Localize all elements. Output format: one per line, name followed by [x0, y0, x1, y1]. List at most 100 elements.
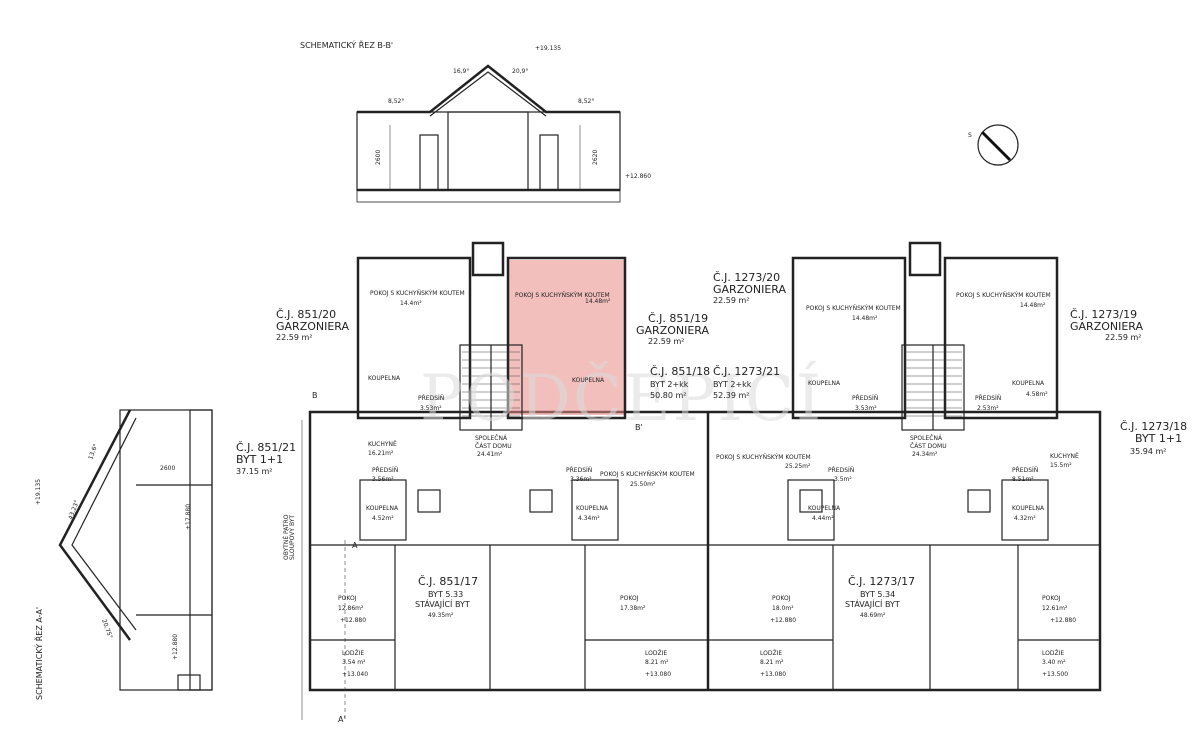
room-area-458: 4.58m²	[1026, 391, 1048, 398]
room-area-4: 14.48m²	[1020, 302, 1046, 309]
level-12880-b: +12.880	[770, 617, 796, 624]
unit-851-21-type: BYT 1+1	[236, 453, 283, 466]
unit-851-17-title: Č.J. 851/17	[418, 575, 478, 588]
room-area-2550: 25.50m²	[630, 481, 656, 488]
unit-1273-18-title: Č.J. 1273/18	[1120, 420, 1187, 433]
stair-core-right	[901, 344, 965, 431]
room-predsin-7: PŘEDSÍŇ	[1012, 466, 1038, 474]
chimney-left	[471, 241, 505, 277]
unit-1273-21-type: BYT 2+kk	[713, 380, 752, 389]
room-pokoj-1: POKOJ	[338, 595, 357, 602]
room-area-2441: 24.41m²	[477, 451, 503, 458]
plan-outer-wall	[308, 410, 1102, 692]
unit-1273-19-area: 22.59 m²	[1105, 333, 1141, 342]
highlighted-unit-851-19[interactable]	[508, 260, 625, 415]
room-lodzie-2: LODŽIE	[645, 649, 667, 657]
section-bb-slope-far-right: 8,52°	[578, 98, 594, 105]
room-area-821b: 8.21 m²	[760, 659, 784, 666]
room-area-253: 2.53m²	[977, 405, 999, 412]
section-aa-angle3: 20,75°	[100, 618, 113, 639]
unit-1273-17-type: BYT 5.34	[860, 590, 895, 599]
unit-1273-17-title: Č.J. 1273/17	[848, 575, 915, 588]
room-koupelna-1: KOUPELNA	[368, 375, 401, 382]
room-pokoj-4: POKOJ	[1042, 595, 1061, 602]
unit-851-19-area: 22.59 m²	[648, 337, 684, 346]
room-area-155: 15.5m²	[1050, 462, 1072, 469]
room-koupelna-8: KOUPELNA	[1012, 505, 1045, 512]
section-bb-core	[447, 111, 529, 191]
room-area-180: 18.0m²	[772, 605, 794, 612]
marker-b: B	[312, 391, 318, 400]
room-pokoj-2: POKOJ	[620, 595, 639, 602]
room-cast-domu-1: ČÁST DOMU	[475, 443, 512, 450]
room-koupelna-4: KOUPELNA	[1012, 380, 1045, 387]
room-area-336: 3.36m²	[570, 476, 592, 483]
shaft-4	[967, 489, 991, 513]
room-lodzie-1: LODŽIE	[342, 649, 364, 657]
room-pokoj-kuch-1: POKOJ S KUCHYŇSKÝM KOUTEM	[370, 290, 465, 297]
room-cast-domu-2: ČÁST DOMU	[910, 443, 947, 450]
section-bb-floor-level: +12.860	[625, 173, 651, 180]
section-bb-body	[356, 111, 621, 191]
unit-1273-19-type: GARZONIERA	[1070, 320, 1144, 333]
room-area-1: 14.4m²	[400, 300, 422, 307]
unit-851-19-type: GARZONIERA	[636, 324, 710, 337]
marker-a2: A'	[338, 715, 346, 724]
unit-1273-18-type: BYT 1+1	[1135, 432, 1182, 445]
room-spolecna-2: SPOLEČNÁ	[910, 435, 943, 442]
section-aa: SCHEMATICKÝ ŘEZ A-A' 13,6° 43,23° 20,75°…	[33, 409, 213, 700]
bath-4	[1001, 479, 1049, 541]
unit-851-17-area: 49.35m²	[428, 612, 454, 619]
room-kuchyne-1: KUCHYNĚ	[368, 440, 397, 448]
bath-3	[787, 479, 835, 541]
room-pokoj-kuch-2: POKOJ S KUCHYŇSKÝM KOUTEM	[515, 292, 610, 299]
room-area-340: 3.40 m²	[1042, 659, 1066, 666]
room-area-356: 3.56m²	[372, 476, 394, 483]
shaft-3	[799, 489, 823, 513]
wing-1273-19	[943, 256, 1059, 420]
room-pokoj-kuch-5: POKOJ S KUCHYŇSKÝM KOUTEM	[600, 471, 695, 478]
unit-1273-18-area: 35.94 m²	[1130, 447, 1166, 456]
unit-851-17-sub: STÁVAJÍCÍ BYT	[415, 598, 470, 609]
room-spolecna-1: SPOLEČNÁ	[475, 435, 508, 442]
compass: S	[968, 124, 1019, 166]
chimney-right	[908, 241, 942, 277]
unit-1273-17-sub: STÁVAJÍCÍ BYT	[845, 598, 900, 609]
roof-inner-line	[429, 71, 547, 117]
compass-label: S	[968, 132, 972, 139]
room-area-1621: 16.21m²	[368, 450, 394, 457]
section-bb-height-left: 2600	[375, 150, 382, 165]
wing-1273-20	[791, 256, 907, 420]
room-koupelna-3: KOUPELNA	[808, 380, 841, 387]
room-area-434: 4.34m²	[578, 515, 600, 522]
unit-851-20-type: GARZONIERA	[276, 320, 350, 333]
level-13080: +13.080	[645, 671, 671, 678]
level-13040: +13.040	[342, 671, 368, 678]
section-bb-title: SCHEMATICKÝ ŘEZ B-B'	[300, 39, 393, 50]
room-predsin-5: PŘEDSÍŇ	[566, 466, 592, 474]
section-bb-slab	[356, 189, 621, 203]
unit-1273-21-title: Č.J. 1273/21	[713, 365, 780, 378]
unit-1273-20-type: GARZONIERA	[713, 283, 787, 296]
shaft-2	[529, 489, 553, 513]
room-area-2434: 24.34m²	[912, 451, 938, 458]
section-bb-door-left	[419, 134, 439, 191]
room-lodzie-3: LODŽIE	[760, 649, 782, 657]
unit-851-21-title: Č.J. 851/21	[236, 441, 296, 454]
section-aa-level-bot: +12.880	[172, 634, 179, 660]
section-bb-height-right: 2620	[592, 150, 599, 165]
unit-1273-20-title: Č.J. 1273/20	[713, 271, 780, 284]
room-koupelna-6: KOUPELNA	[576, 505, 609, 512]
section-aa-dim1: 2600	[160, 465, 175, 472]
room-predsin-1: PŘEDSÍŇ	[418, 394, 444, 402]
main-floor-plan: SLOUPOVÝ BYT OBYTNÉ PATRO A A'	[282, 241, 1102, 724]
room-area-444: 4.44m²	[812, 515, 834, 522]
bath-2	[571, 479, 619, 541]
unit-851-18-area: 50.80 m²	[650, 391, 686, 400]
wall-note: SLOUPOVÝ BYT	[289, 515, 296, 560]
room-area-1738: 17.38m²	[620, 605, 646, 612]
unit-1273-20-area: 22.59 m²	[713, 296, 749, 305]
room-kuchyne-2: KUCHYNĚ	[1050, 452, 1079, 460]
room-area-851: 8.51m²	[1012, 476, 1034, 483]
room-pokoj-kuch-3: POKOJ S KUCHYŇSKÝM KOUTEM	[806, 305, 901, 312]
